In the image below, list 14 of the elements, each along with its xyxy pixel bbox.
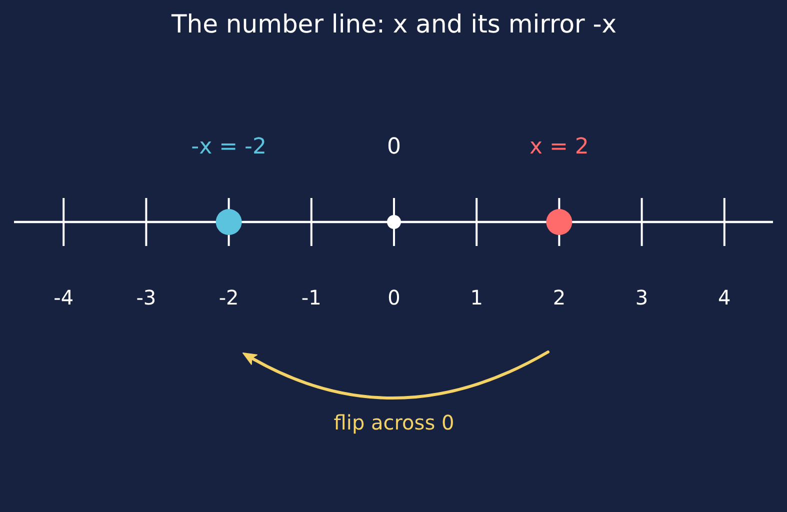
diagram-title: The number line: x and its mirror -x [171,10,617,40]
point-label: -x = -2 [191,134,266,160]
tick-label: -4 [54,286,74,310]
tick-label: -3 [136,286,156,310]
tick-label: -2 [218,286,239,310]
tick-label: 2 [552,286,566,310]
point-label: 0 [387,134,401,160]
tick-label: 0 [388,286,400,310]
tick-label: -1 [301,286,322,310]
tick-label: 4 [718,286,731,310]
tick-label: 3 [635,286,648,310]
point-label: x = 2 [529,134,589,160]
tick-label: 1 [470,286,483,310]
arrow-caption: flip across 0 [334,412,454,434]
